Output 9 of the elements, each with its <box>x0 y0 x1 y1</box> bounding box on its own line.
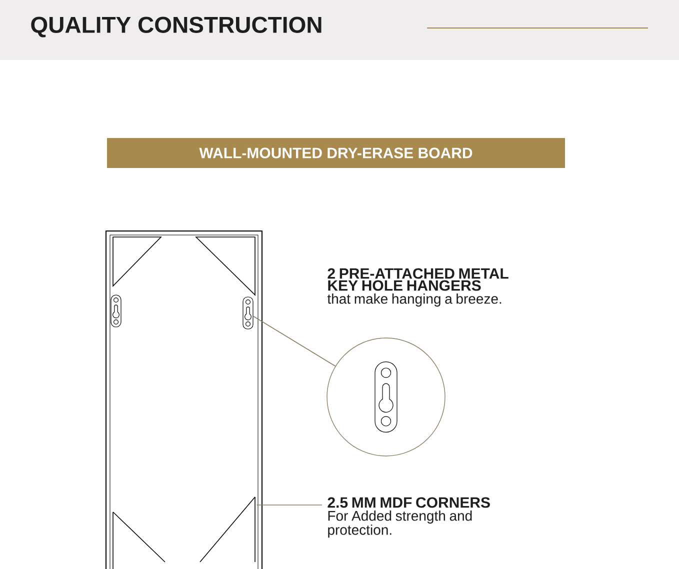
corner-triangle <box>200 496 256 562</box>
magnified-circle <box>326 338 446 456</box>
title-banner: WALL-MOUNTED DRY-ERASE BOARD <box>107 138 565 168</box>
callout-text: 2.5 MM MDF CORNERS For Added strength and protection. <box>328 497 490 538</box>
leader-line <box>252 316 336 367</box>
leader-line <box>256 504 322 506</box>
title: QUALITY CONSTRUCTION <box>31 16 322 38</box>
hanger-icon <box>242 296 254 330</box>
callout-text: 2 PRE-ATTACHED METAL KEY HOLE HANGERS that make hanging a breeze. <box>327 268 508 307</box>
